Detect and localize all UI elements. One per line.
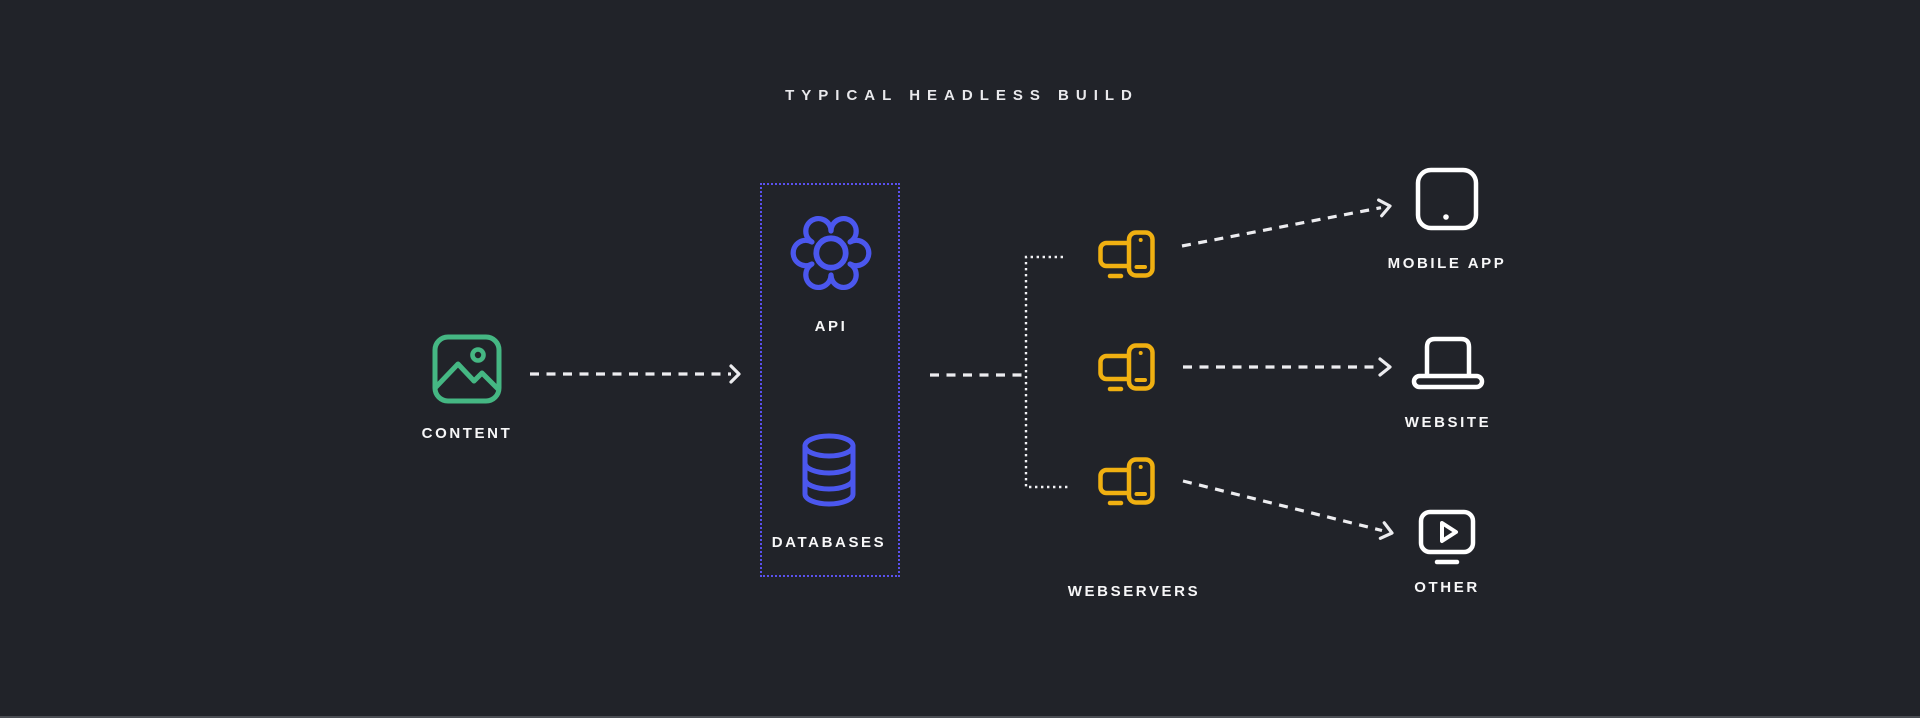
databases-label: DATABASES <box>771 534 887 551</box>
other-label: OTHER <box>1414 579 1480 596</box>
node-content <box>431 333 503 410</box>
content-label: CONTENT <box>421 425 513 442</box>
arrowhead-other <box>1378 521 1394 540</box>
arrowhead-website <box>1378 357 1392 377</box>
node-website <box>1411 334 1485 397</box>
node-databases <box>800 433 858 512</box>
devices-icon <box>1098 457 1155 506</box>
arrow-webserver-to-other <box>1182 479 1383 533</box>
arrowhead-content-to-api <box>729 364 741 384</box>
media-player-icon <box>1418 509 1476 565</box>
node-mobile-app <box>1415 167 1479 236</box>
node-webserver-3 <box>1098 457 1155 511</box>
node-webserver-1 <box>1098 230 1155 284</box>
api-label: API <box>814 318 848 335</box>
node-other <box>1418 509 1476 572</box>
node-webserver-2 <box>1098 343 1155 397</box>
tablet-icon <box>1415 167 1479 231</box>
laptop-icon <box>1411 336 1485 390</box>
website-label: WEBSITE <box>1404 414 1492 431</box>
devices-icon <box>1098 343 1155 392</box>
api-databases-box <box>760 183 900 577</box>
arrowhead-mobile-app <box>1377 198 1392 218</box>
diagram-title: TYPICAL HEADLESS BUILD <box>785 87 1139 104</box>
gear-icon <box>790 215 872 291</box>
webservers-label: WEBSERVERS <box>1067 583 1201 600</box>
arrow-webserver-to-mobile-app <box>1181 206 1382 248</box>
bracket-webservers <box>1024 255 1068 489</box>
database-icon <box>802 433 856 507</box>
devices-icon <box>1098 230 1155 279</box>
image-icon <box>432 334 502 404</box>
mobile-app-label: MOBILE APP <box>1387 255 1507 272</box>
node-api <box>789 211 873 300</box>
